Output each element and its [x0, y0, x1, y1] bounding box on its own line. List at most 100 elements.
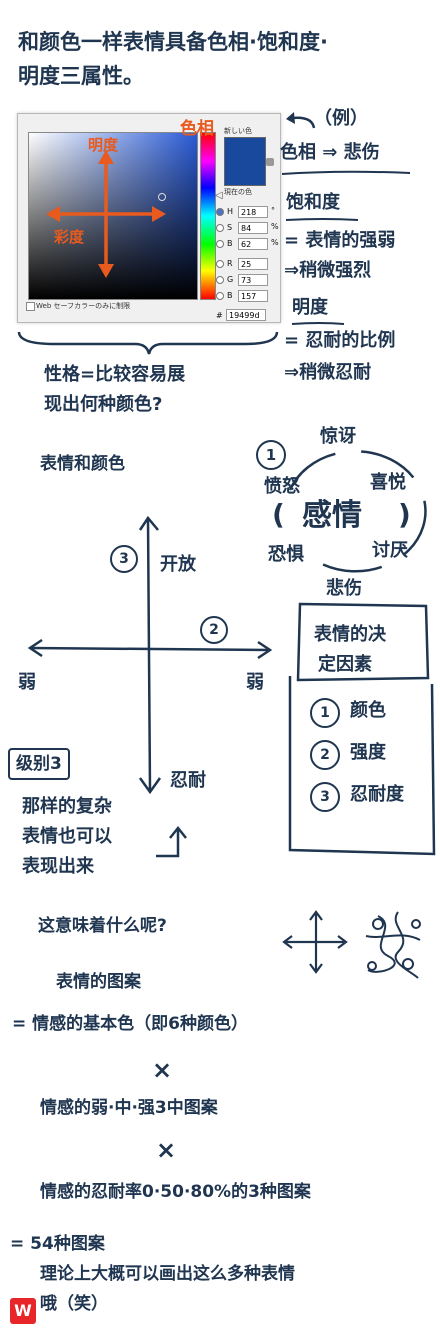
curved-back-arrow-icon	[286, 112, 316, 129]
small-cross-arrows-icon	[282, 910, 348, 974]
axis-circle-3: 3	[110, 545, 138, 573]
radio-b2[interactable]	[216, 292, 224, 300]
paren-left-icon: (	[272, 498, 285, 531]
saturation-line-1: = 表情的强弱	[284, 230, 396, 251]
emotion-surprise: 惊讶	[320, 426, 356, 447]
hue-label: 色相	[180, 119, 214, 139]
factors-title-2: 定因素	[318, 654, 372, 675]
factor-2-number: 2	[310, 740, 340, 770]
level3-line-2: 表情也可以	[22, 826, 112, 847]
current-color-swatch	[224, 167, 266, 186]
factor-3-text: 忍耐度	[350, 784, 404, 805]
example-header: （例）	[314, 108, 368, 129]
web-only-label: Web セーフカラーのみに制限	[36, 302, 131, 310]
factors-title-1: 表情的决	[314, 624, 386, 645]
seal-logo-icon: W	[10, 1298, 36, 1324]
field-s-unit: %	[271, 222, 279, 231]
field-g-input[interactable]: 73	[238, 274, 268, 286]
paren-right-icon: )	[398, 498, 411, 531]
field-b-unit: %	[271, 238, 279, 247]
underline-3	[291, 322, 345, 325]
emotion-center: 感情	[302, 498, 362, 533]
radio-h[interactable]	[216, 208, 224, 216]
example-hue-line: 色相 ⇒ 悲伤	[280, 142, 380, 163]
field-b2-input[interactable]: 157	[238, 290, 268, 302]
underline-2	[285, 218, 359, 221]
brightness-line-2: ⇒稍微忍耐	[284, 362, 372, 383]
level3-line-3: 表现出来	[22, 856, 94, 877]
hue-slider	[200, 132, 216, 300]
underline-1	[281, 170, 411, 175]
brightness-line-1: = 忍耐的比例	[284, 330, 396, 351]
field-r-label: R	[227, 259, 233, 268]
pattern-line-4: 理论上大概可以画出这么多种表情	[40, 1264, 295, 1284]
brightness-title: 明度	[292, 297, 328, 318]
factor-1-number: 1	[310, 698, 340, 728]
level3-line-1: 那样的复杂	[22, 796, 112, 817]
field-b2-label: B	[227, 291, 233, 300]
field-h-input[interactable]: 218	[238, 206, 268, 218]
field-h-label: H	[227, 207, 234, 216]
factor-2-text: 强度	[350, 742, 386, 763]
level3-badge: 级别3	[8, 748, 70, 780]
title-line-2: 明度三属性。	[18, 64, 144, 88]
radio-g[interactable]	[216, 276, 224, 284]
axes-drawing	[27, 515, 273, 795]
field-b-label: B	[227, 239, 233, 248]
emotion-wheel-circle	[288, 450, 427, 573]
field-r-input[interactable]: 25	[238, 258, 268, 270]
expression-color-heading: 表情和颜色	[40, 454, 125, 474]
axis-left-weak: 弱	[18, 672, 36, 693]
web-only-checkbox[interactable]	[26, 302, 35, 311]
pattern-title: 表情的图案	[56, 972, 141, 992]
up-hook-arrow-icon	[156, 825, 187, 858]
pattern-line-2: 情感的弱·中·强3中图案	[40, 1098, 218, 1118]
pattern-line-1: = 情感的基本色（即6种颜色）	[12, 1014, 248, 1034]
radio-b[interactable]	[216, 240, 224, 248]
factor-1-text: 颜色	[350, 700, 386, 721]
pattern-result: = 54种图案	[10, 1234, 105, 1254]
hex-prefix: #	[216, 311, 223, 320]
axis-circle-2: 2	[200, 616, 228, 644]
picker-cursor	[158, 193, 166, 201]
radio-r[interactable]	[216, 260, 224, 268]
warning-cube-icon	[266, 158, 274, 166]
saturation-label: 彩度	[54, 228, 85, 246]
personality-line-2: 现出何种颜色?	[44, 394, 163, 415]
emotion-sadness: 悲伤	[326, 578, 362, 599]
pattern-line-5: 哦（笑）	[40, 1294, 108, 1314]
factors-box-frame	[288, 602, 436, 856]
seal-logo-glyph: W	[14, 1301, 32, 1320]
brightness-label: 明度	[88, 136, 119, 154]
emotion-joy: 喜悦	[370, 472, 406, 493]
saturation-title: 饱和度	[286, 192, 340, 213]
personality-line-1: 性格=比较容易展	[44, 364, 186, 385]
factor-3-number: 3	[310, 782, 340, 812]
new-color-swatch	[224, 137, 266, 169]
tangled-arrows-doodle-icon	[365, 911, 421, 979]
pattern-line-3: 情感的忍耐率0·50·80%的3种图案	[40, 1182, 311, 1202]
field-s-label: S	[227, 223, 233, 232]
hex-input[interactable]: 19499d	[226, 309, 266, 321]
field-b-input[interactable]: 62	[238, 238, 268, 250]
axis-open-label: 开放	[160, 554, 196, 575]
field-s-input[interactable]: 84	[238, 222, 268, 234]
field-g-label: G	[227, 275, 234, 284]
emotion-fear: 恐惧	[268, 544, 304, 565]
current-color-label: 現在の色	[224, 188, 252, 196]
title-line-1: 和颜色一样表情具备色相·饱和度·	[18, 30, 328, 54]
multiply-2: ×	[156, 1136, 177, 1164]
bracket-under-picker	[17, 331, 279, 355]
emotion-circle-number: 1	[256, 440, 286, 470]
field-h-unit: °	[271, 206, 275, 215]
multiply-1: ×	[152, 1056, 173, 1084]
saturation-line-2: ⇒稍微强烈	[284, 260, 372, 281]
axis-endure-label: 忍耐	[170, 770, 206, 791]
meaning-question: 这意味着什么呢?	[38, 916, 167, 936]
color-picker-screenshot: ◁ 新しい色 現在の色 H 218 ° S 84 % B 62 % R 25	[17, 113, 281, 323]
radio-s[interactable]	[216, 224, 224, 232]
hue-arrow-icon: ◁	[215, 190, 223, 201]
emotion-dislike: 讨厌	[372, 540, 408, 561]
axis-right-weak: 弱	[246, 672, 264, 693]
new-color-label: 新しい色	[224, 127, 252, 135]
